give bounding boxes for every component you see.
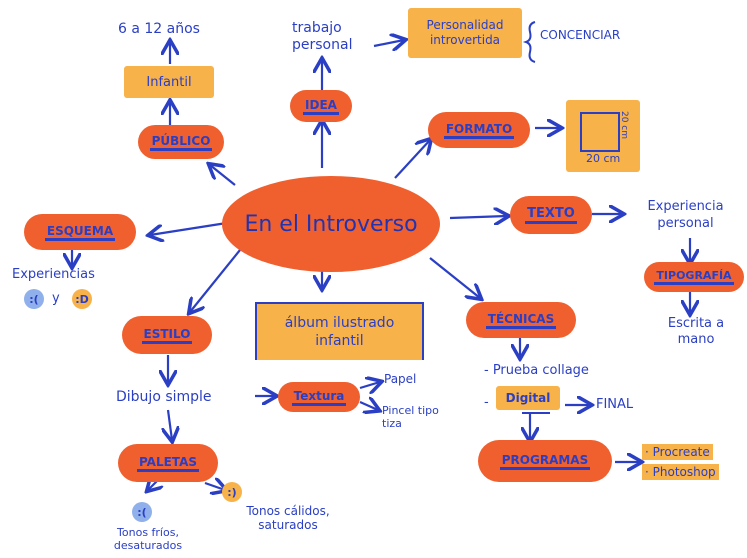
text-escrita-a-mano: Escrita a mano xyxy=(667,316,725,347)
label-album-line1: álbum ilustrado xyxy=(284,315,395,331)
node-estilo: ESTILO xyxy=(122,316,212,354)
label-size-h: 20 cm xyxy=(619,110,630,140)
text-experiencia-personal: Experiencia personal xyxy=(647,199,724,231)
text-dibujo-simple: Dibujo simple xyxy=(116,389,212,405)
face-sad-icon: :( xyxy=(24,289,44,309)
label-estilo: ESTILO xyxy=(141,327,193,344)
label-tipografia: TIPOGRAFÍA xyxy=(654,269,734,285)
center-title: En el Introverso xyxy=(244,211,418,237)
node-personalidad: Personalidad introvertida xyxy=(408,8,522,58)
center-node: En el Introverso xyxy=(222,176,440,272)
label-publico: PÚBLICO xyxy=(149,134,213,151)
label-esquema: ESQUEMA xyxy=(44,224,116,241)
node-esquema: ESQUEMA xyxy=(24,214,136,250)
arrow-textura-pincel xyxy=(359,402,378,410)
label-texto: TEXTO xyxy=(525,206,577,224)
text-pincel: Pincel tipo tiza xyxy=(382,404,439,430)
text-dash: - xyxy=(484,395,489,410)
label-personalidad: Personalidad introvertida xyxy=(426,18,504,47)
arrow-center-estilo xyxy=(190,249,241,312)
node-idea: IDEA xyxy=(290,90,352,122)
label-programas: PROGRAMAS xyxy=(499,453,591,470)
node-tipografia: TIPOGRAFÍA xyxy=(644,262,744,292)
arrow-center-formato xyxy=(394,140,430,179)
text-edad: 6 a 12 años xyxy=(118,21,200,37)
label-idea: IDEA xyxy=(303,98,339,115)
node-album: álbum ilustrado infantil xyxy=(255,302,424,360)
text-concienciar: CONCENCIAR xyxy=(540,28,621,42)
label-tecnicas: TÉCNICAS xyxy=(485,312,557,329)
text-trabajo-personal: trabajo personal xyxy=(292,20,353,53)
node-programas: PROGRAMAS xyxy=(478,440,612,482)
arrow-dibujo-paletas xyxy=(168,409,172,440)
node-texto: TEXTO xyxy=(510,196,592,234)
arrow-center-publico xyxy=(210,165,236,186)
label-paletas: PALETAS xyxy=(136,455,199,472)
node-formato-size: 20 cm 20 cm xyxy=(566,100,640,172)
arrow-trabajo-personalidad xyxy=(373,40,404,46)
node-tecnicas: TÉCNICAS xyxy=(466,302,576,338)
text-photoshop: · Photoshop xyxy=(642,464,719,480)
label-textura: Textura xyxy=(291,389,347,406)
text-procreate: · Procreate xyxy=(642,444,713,460)
face-happy-icon: :D xyxy=(72,289,92,309)
text-tonos-calidos: Tonos cálidos, saturados xyxy=(246,504,330,532)
node-formato: FORMATO xyxy=(428,112,530,148)
arrow-center-tecnicas xyxy=(429,257,480,298)
label-album-line2: infantil xyxy=(315,333,364,349)
text-y: y xyxy=(52,291,60,306)
text-prueba-collage: - Prueba collage xyxy=(484,363,589,378)
arrow-paletas-warm xyxy=(204,483,225,490)
text-final: FINAL xyxy=(596,397,634,412)
square-icon xyxy=(580,112,620,152)
label-infantil: Infantil xyxy=(146,74,192,90)
arrow-center-texto xyxy=(449,216,507,218)
node-digital: Digital xyxy=(496,386,560,410)
arrow-center-esquema xyxy=(150,220,234,235)
face-warm-icon: :) xyxy=(222,482,242,502)
node-paletas: PALETAS xyxy=(118,444,218,482)
node-publico: PÚBLICO xyxy=(138,125,224,159)
arrow-textura-papel xyxy=(359,382,380,388)
label-digital: Digital xyxy=(505,391,551,405)
label-formato: FORMATO xyxy=(443,122,515,139)
node-textura: Textura xyxy=(278,382,360,412)
node-infantil: Infantil xyxy=(124,66,214,98)
face-cold-icon: :( xyxy=(132,502,152,522)
brace xyxy=(522,21,536,63)
text-tonos-frios: Tonos fríos, desaturados xyxy=(113,526,183,552)
text-papel: Papel xyxy=(384,372,417,386)
text-experiencias: Experiencias xyxy=(12,267,95,282)
label-size-w: 20 cm xyxy=(586,152,621,165)
